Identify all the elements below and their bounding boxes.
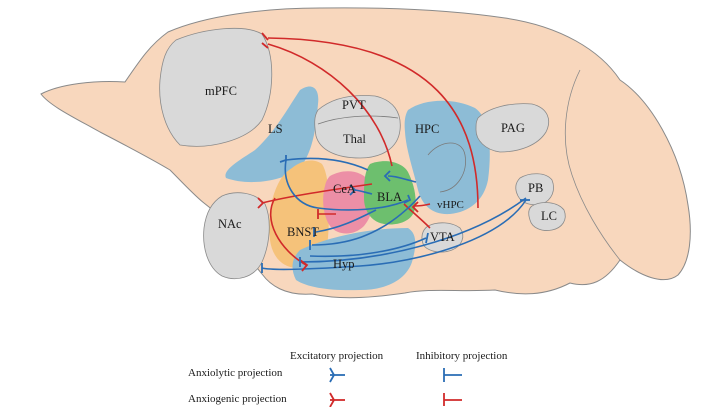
excitatory-terminal — [383, 170, 391, 182]
projection-vhpc-to-bnst — [311, 195, 421, 246]
projection-terminals — [257, 32, 530, 273]
cerebellum-fold — [564, 69, 621, 261]
projection-pb-to-nac — [261, 199, 527, 271]
projection-vhpc-to-mpfc — [267, 37, 479, 209]
label-hyp: Hyp — [333, 257, 355, 271]
excitatory-terminal — [279, 155, 287, 163]
label-ls: LS — [268, 122, 283, 136]
label-hpc: HPC — [415, 122, 439, 136]
legend-anxiolytic-label: Anxiolytic projection — [188, 367, 283, 379]
excitatory-terminal — [403, 194, 412, 204]
excitatory-terminal — [257, 197, 265, 209]
projection-bla-to-bnst — [261, 183, 373, 204]
projection-bla-to-bnst-blue — [315, 209, 377, 233]
bnst-region — [269, 160, 330, 268]
hpc-curve — [427, 142, 466, 193]
mpfc-region — [159, 27, 273, 147]
ls-region — [225, 86, 319, 183]
label-vta: VTA — [430, 230, 455, 244]
legend-anxiogenic-label: Anxiogenic projection — [188, 393, 287, 405]
legend-inhibitory-header: Inhibitory projection — [416, 350, 508, 362]
projection-nac-hyp-loop — [269, 197, 307, 266]
label-bnst: BNST — [287, 225, 319, 239]
projection-vta-to-bla — [403, 203, 431, 229]
lc-region — [528, 202, 566, 231]
projection-pb-to-bnst — [299, 197, 527, 263]
legend-inhibitory-anxiolytic-symbol — [443, 368, 462, 382]
pag-region — [475, 103, 549, 153]
projection-bla-to-mpfc — [267, 43, 393, 167]
label-nac: NAc — [218, 217, 242, 231]
projection-ls-to-hyp — [284, 159, 409, 211]
legend-excitatory-anxiolytic-symbol — [329, 367, 345, 383]
legend-excitatory-header: Excitatory projection — [290, 350, 384, 362]
label-vhpc: vHPC — [437, 199, 464, 211]
label-cea: CeA — [333, 182, 356, 196]
label-pvt: PVT — [342, 98, 366, 112]
excitatory-terminal — [299, 259, 309, 272]
inhibitory-terminal — [261, 32, 269, 41]
label-pb: PB — [528, 181, 543, 195]
legend-excitatory-anxiogenic-symbol — [329, 392, 345, 408]
label-thal: Thal — [343, 132, 366, 146]
inhibitory-terminal — [425, 232, 429, 244]
projection-hpc-to-pag — [387, 175, 417, 183]
label-pag: PAG — [501, 121, 525, 135]
projection-bla-to-ls — [285, 157, 369, 171]
excitatory-terminal — [411, 201, 419, 213]
label-mpfc: mPFC — [205, 84, 237, 98]
legend-inhibitory-anxiogenic-symbol — [443, 393, 462, 406]
anxiolytic-projections — [261, 157, 527, 271]
excitatory-terminal — [349, 184, 357, 196]
pvt-thal-divider — [317, 115, 399, 125]
inhibitory-terminal — [261, 42, 269, 49]
projection-bnst-to-vta — [309, 237, 427, 258]
label-lc: LC — [541, 209, 557, 223]
legend: Excitatory projection Inhibitory project… — [188, 350, 508, 408]
anxiogenic-projections — [261, 37, 479, 266]
label-bla: BLA — [377, 190, 402, 204]
hpc-region — [404, 100, 490, 215]
